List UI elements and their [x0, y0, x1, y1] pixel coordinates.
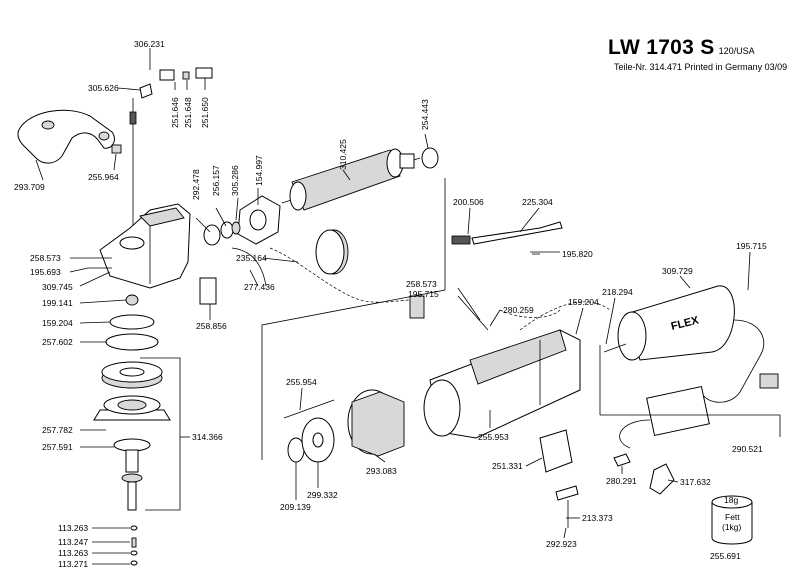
label-255-954: 255.954 [286, 377, 317, 387]
grease-label-line2: (1kg) [722, 522, 742, 532]
label-251-646: 251.646 [170, 97, 180, 128]
label-209-139: 209.139 [280, 502, 311, 512]
label-195-715-b: 195.715 [736, 241, 767, 251]
bevel-gear-part [101, 361, 163, 389]
spindle-part [113, 438, 151, 511]
label-309-729: 309.729 [662, 266, 693, 276]
label-195-715-a: 195.715 [408, 289, 439, 299]
grease-tub: 18g Fett (1kg) [711, 495, 753, 545]
label-200-506: 200.506 [453, 197, 484, 207]
label-254-443: 254.443 [420, 99, 430, 130]
label-310-425: 310.425 [338, 139, 348, 170]
label-280-291: 280.291 [606, 476, 637, 486]
label-195-693: 195.693 [30, 267, 61, 277]
field-coil-part [347, 389, 405, 457]
motor-housing-part [423, 329, 581, 439]
cable-part [199, 247, 267, 305]
power-cord-part [619, 319, 779, 449]
model-variant: 120/USA [718, 46, 755, 56]
label-257-602: 257.602 [42, 337, 73, 347]
washer-parts [283, 399, 335, 463]
label-199-141: 199.141 [42, 298, 73, 308]
label-290-521: 290.521 [732, 444, 763, 454]
label-255-691: 255.691 [710, 551, 741, 561]
label-280-259: 280.259 [503, 305, 534, 315]
gear-housing-part [99, 203, 191, 289]
label-314-366: 314.366 [192, 432, 223, 442]
label-251-331: 251.331 [492, 461, 523, 471]
spindle-lock-parts [88, 257, 159, 351]
label-235-164: 235.164 [236, 253, 267, 263]
rear-cover-part: FLEX [603, 285, 735, 361]
label-292-478: 292.478 [191, 169, 201, 200]
label-255-953: 255.953 [478, 432, 509, 442]
document-subtitle: Teile-Nr. 314.471 Printed in Germany 03/… [614, 62, 788, 72]
label-309-745: 309.745 [42, 282, 73, 292]
label-213-373: 213.373 [582, 513, 613, 523]
switch-rod-parts [451, 221, 563, 253]
label-258-573-a: 258.573 [30, 253, 61, 263]
label-277-436: 277.436 [244, 282, 275, 292]
bearings-stack [203, 221, 241, 246]
screw-part [111, 144, 122, 154]
thumb-screw-assembly [129, 67, 213, 250]
bearing-flange-154-997 [237, 195, 281, 245]
label-159-204-a: 159.204 [42, 318, 73, 328]
label-225-304: 225.304 [522, 197, 553, 207]
label-292-923: 292.923 [546, 539, 577, 549]
label-257-782: 257.782 [42, 425, 73, 435]
label-258-573-b: 258.573 [406, 279, 437, 289]
label-113-263-a: 113.263 [58, 523, 88, 533]
assembly-frame-lines [261, 178, 781, 460]
side-handle-part [17, 109, 115, 164]
label-257-591: 257.591 [42, 442, 73, 452]
label-305-286: 305.286 [230, 165, 240, 196]
label-154-997: 154.997 [254, 155, 264, 186]
switch-part [409, 295, 675, 528]
label-258-856: 258.856 [196, 321, 227, 331]
label-255-964: 255.964 [88, 172, 119, 182]
bracket-314-366 [140, 357, 190, 511]
grease-amount: 18g [724, 495, 738, 505]
label-251-650: 251.650 [200, 97, 210, 128]
label-317-632: 317.632 [680, 477, 711, 487]
part-labels: 306.231 305.626 251.646 251.648 251.650 … [14, 39, 767, 569]
grease-label-line1: Fett [725, 512, 740, 522]
armature-part [281, 147, 439, 211]
leader-lines [35, 48, 751, 565]
label-218-294: 218.294 [602, 287, 633, 297]
label-113-263-b: 113.263 [58, 548, 88, 558]
label-305-626: 305.626 [88, 83, 119, 93]
label-159-204-b: 159.204 [568, 297, 599, 307]
fan-part [315, 229, 349, 275]
small-hardware-parts [130, 525, 138, 566]
bearing-flange-part [93, 395, 171, 421]
label-113-247: 113.247 [58, 537, 88, 547]
label-195-820: 195.820 [562, 249, 593, 259]
model-name: LW 1703 S [608, 36, 715, 59]
label-293-709: 293.709 [14, 182, 45, 192]
label-113-271: 113.271 [58, 559, 88, 569]
label-293-083: 293.083 [366, 466, 397, 476]
label-251-648: 251.648 [183, 97, 193, 128]
label-299-332: 299.332 [307, 490, 338, 500]
label-306-231: 306.231 [134, 39, 165, 49]
label-256-157: 256.157 [211, 165, 221, 196]
